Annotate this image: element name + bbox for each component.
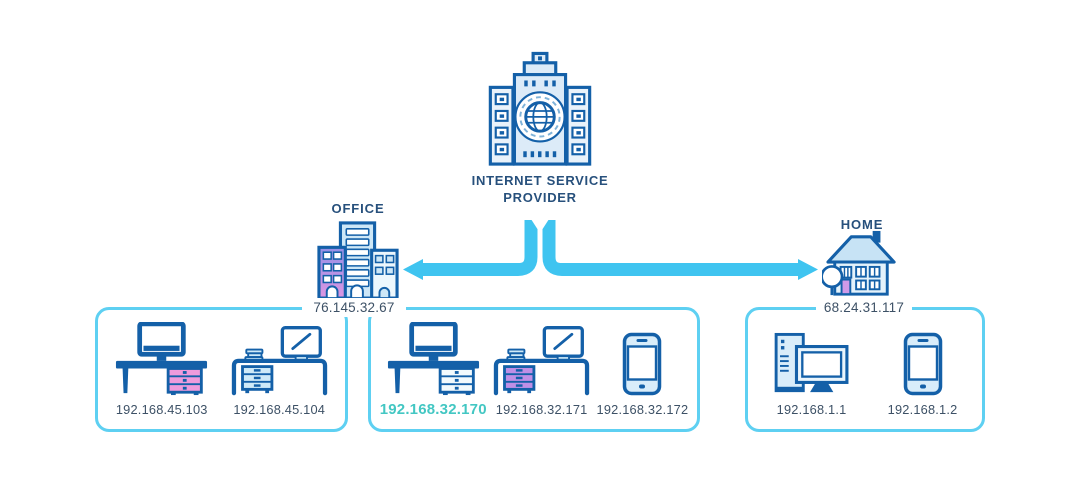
device-ip: 192.168.45.104 <box>233 402 326 417</box>
home-router-ip: 68.24.31.117 <box>816 298 912 317</box>
isp-label-line1: INTERNET SERVICE <box>471 173 609 188</box>
office-lan-box-2: 192.168.32.170 <box>368 307 700 432</box>
smartphone-icon <box>623 332 662 396</box>
device-ip: 192.168.32.171 <box>495 402 588 417</box>
arrow-head-left-icon <box>403 259 423 280</box>
device: 192.168.45.104 <box>230 322 329 417</box>
device-ip: 192.168.32.172 <box>596 402 689 417</box>
desk-computer-icon <box>116 322 208 396</box>
arrow-head-right-icon <box>798 259 818 280</box>
device-ip: 192.168.1.1 <box>776 402 847 417</box>
office-router-ip: 76.145.32.67 <box>302 298 406 317</box>
device-ip: 192.168.45.103 <box>115 402 208 417</box>
desk-computer-icon <box>387 322 479 396</box>
device: 192.168.1.2 <box>888 322 958 417</box>
device-ip: 192.168.1.2 <box>887 402 958 417</box>
desk-workstation-icon <box>231 326 327 396</box>
isp-label: INTERNET SERVICE PROVIDER <box>430 172 650 206</box>
desktop-pc-icon <box>774 332 849 393</box>
smartphone-icon <box>903 332 942 396</box>
home-label: HOME <box>840 217 884 232</box>
house-icon <box>822 230 896 296</box>
home-node <box>822 229 900 299</box>
device: 192.168.1.1 <box>773 322 851 417</box>
office-building-icon <box>317 221 399 300</box>
device-ip-highlighted: 192.168.32.170 <box>379 401 487 418</box>
device: 192.168.32.172 <box>597 322 689 417</box>
office-node <box>316 220 400 302</box>
isp-label-line2: PROVIDER <box>503 190 577 205</box>
isp-building-icon <box>488 51 592 166</box>
arrow-notch <box>529 216 551 233</box>
arrow-shaft-right <box>542 220 802 276</box>
device: 192.168.45.103 <box>114 322 209 417</box>
device: 192.168.32.170 <box>380 322 487 417</box>
desk-workstation-icon <box>493 326 590 396</box>
device: 192.168.32.171 <box>492 322 591 417</box>
office-lan-box-1: 192.168.45.103 <box>95 307 348 432</box>
isp-node <box>487 50 593 168</box>
office-label: OFFICE <box>331 201 385 216</box>
arrow-shaft-left <box>418 220 538 276</box>
home-lan-box: 192.168.1.1 192.168.1.2 <box>745 307 985 432</box>
